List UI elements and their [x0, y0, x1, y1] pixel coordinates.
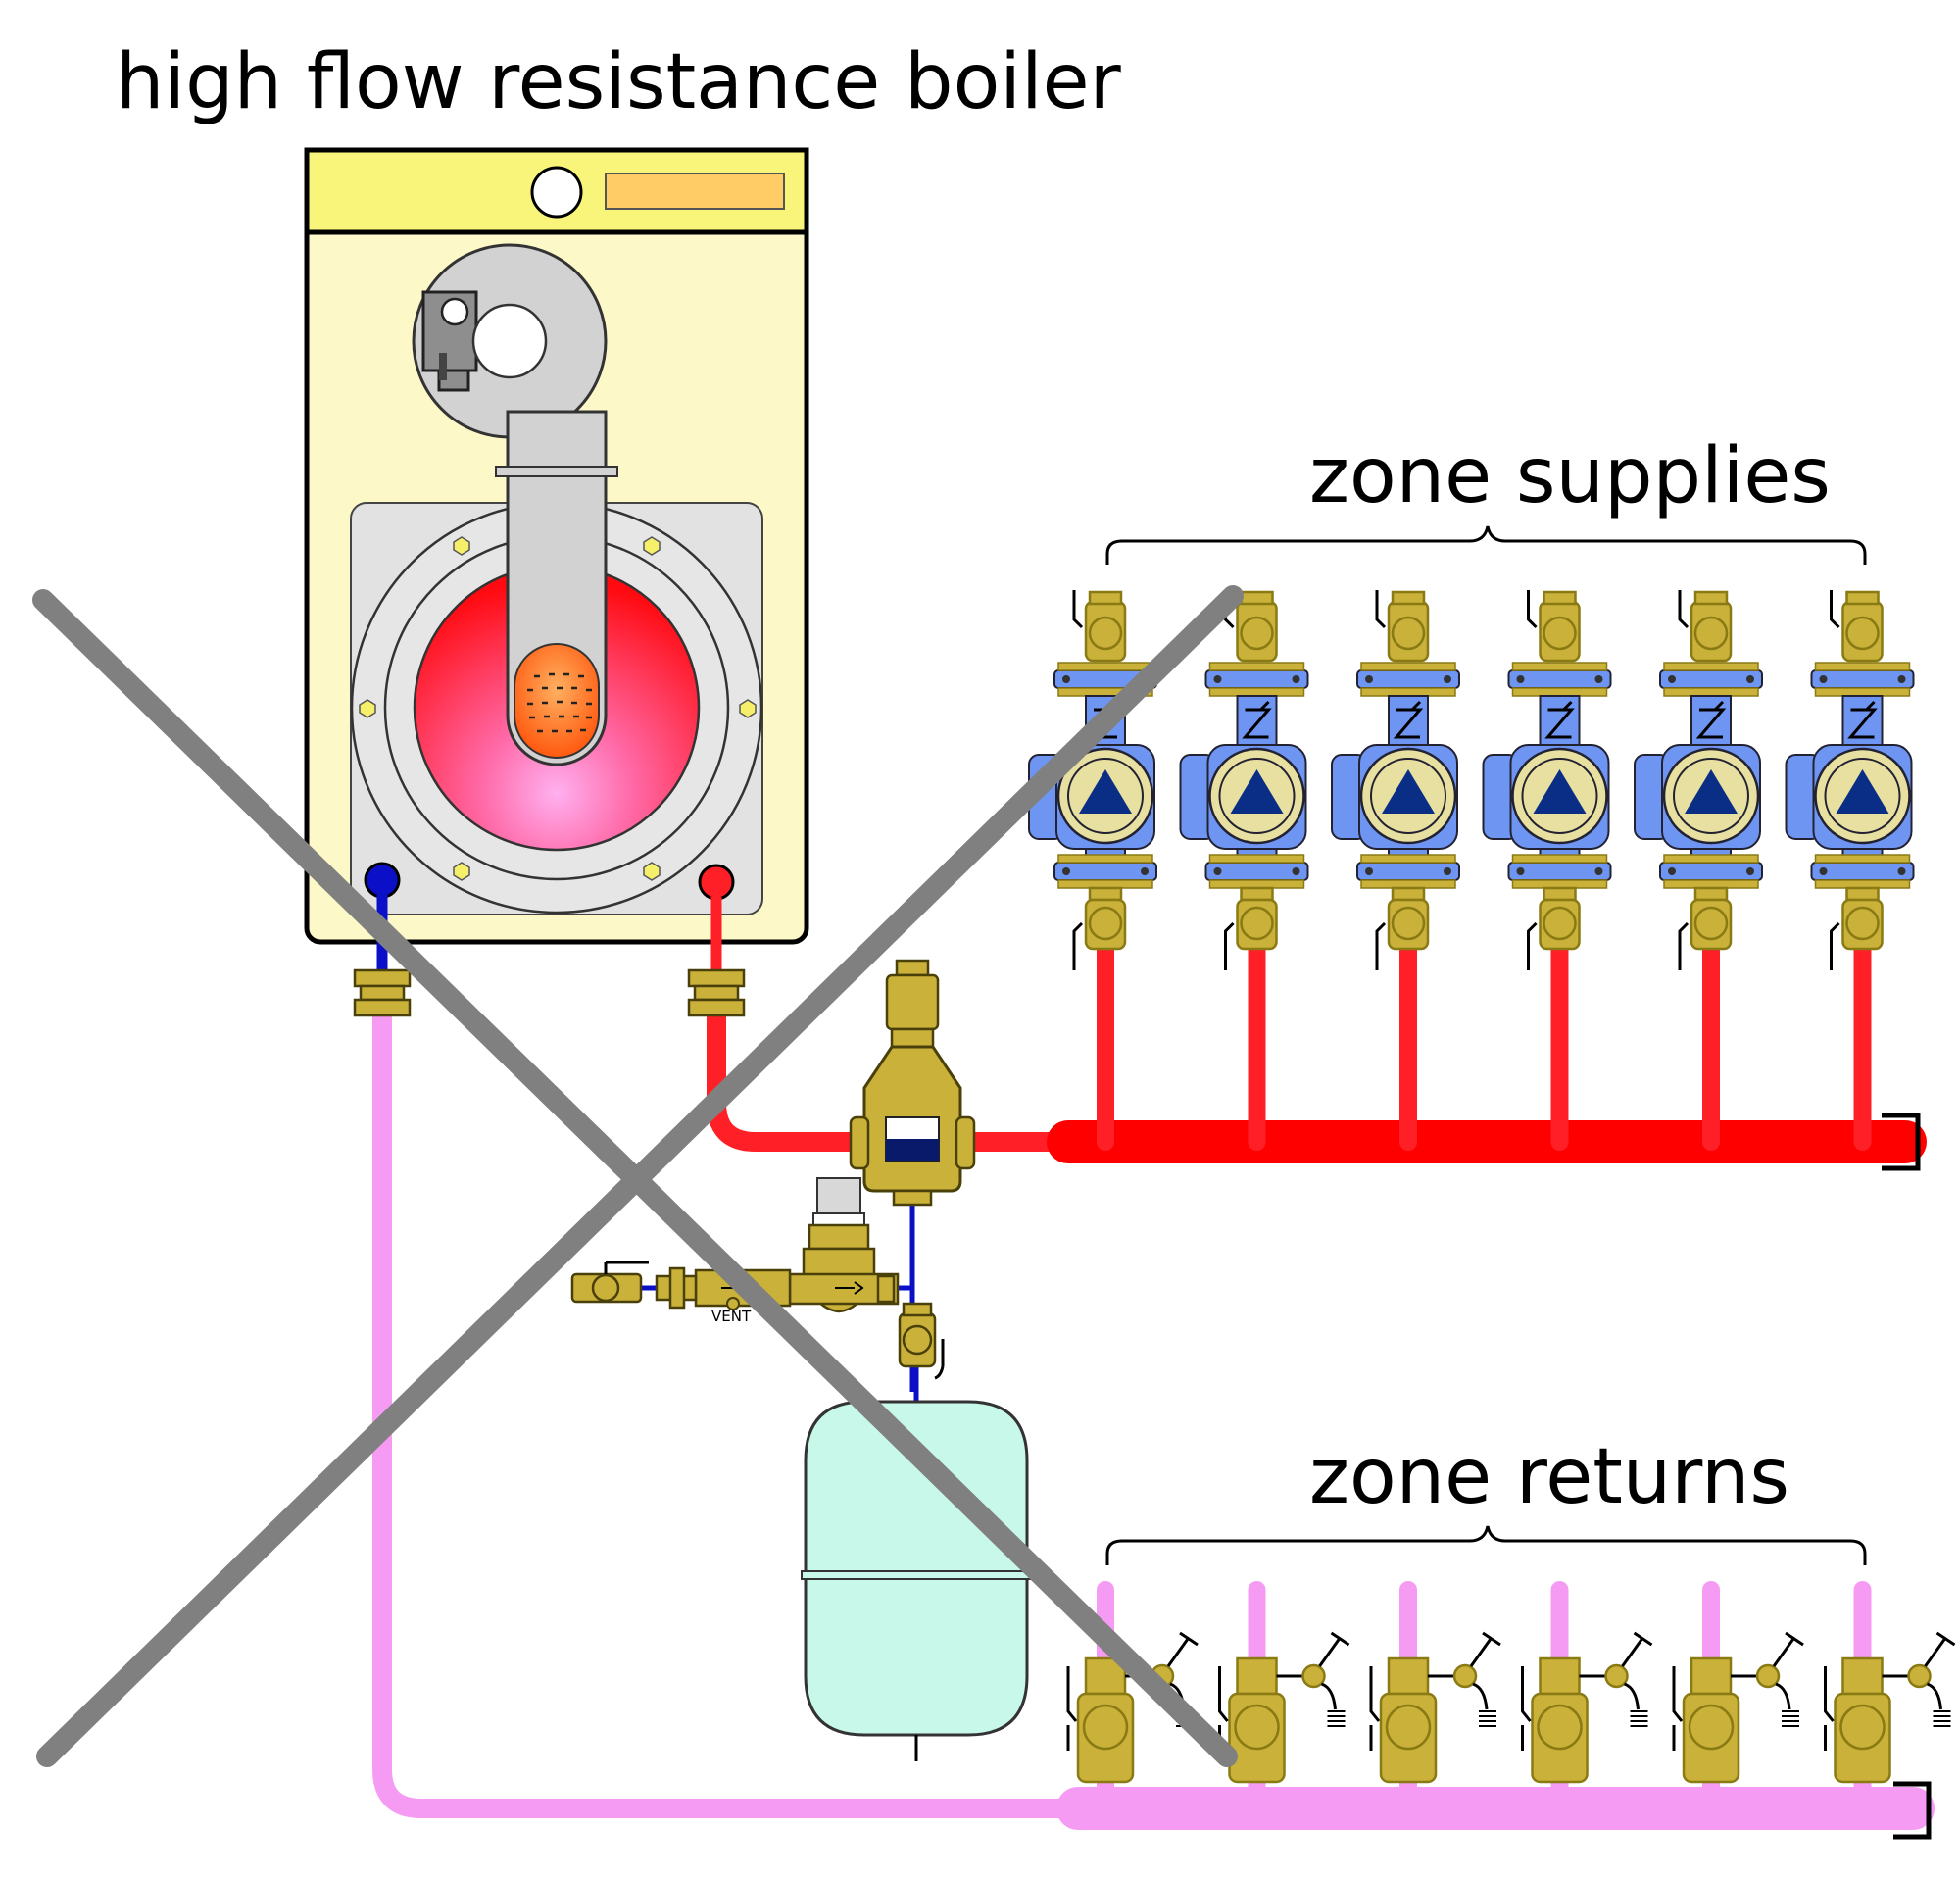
burner-flange [495, 466, 618, 477]
supply-union [687, 968, 746, 1017]
zone-returns-label: zone returns [1309, 1433, 1789, 1521]
zone-circulator [1785, 590, 1915, 970]
burner-ports [527, 672, 592, 733]
return-pipe [372, 1000, 1088, 1818]
expansion-tank [804, 1400, 1029, 1737]
prv-adjust-cap [816, 1177, 861, 1214]
zone-return-valves [1066, 1631, 1956, 1784]
cross-out-mark [32, 585, 1244, 1767]
return-header-cap [1893, 1781, 1932, 1840]
air-vent-cap [895, 959, 930, 977]
diagram-title: high flow resistance boiler [116, 38, 1122, 126]
boiler-display [605, 173, 785, 210]
zone-return-valve [1824, 1631, 1956, 1784]
boiler-return-port [364, 862, 401, 899]
zone-circulator [1634, 590, 1763, 970]
zone-supplies-label: zone supplies [1309, 432, 1831, 520]
bolt-icons [359, 536, 757, 881]
zone-return-valve [1218, 1631, 1350, 1784]
zone-supply-branches [1097, 940, 1872, 1151]
air-separator [849, 959, 976, 1392]
zone-return-valve [1672, 1631, 1804, 1784]
zone-circulator [1331, 590, 1460, 970]
burner-motor-port [440, 297, 469, 326]
boiler-supply-port [698, 864, 735, 901]
zone-circulator [1179, 590, 1309, 970]
boiler-indicator-light [530, 166, 583, 219]
return-union [353, 968, 412, 1017]
zone-circulators [1028, 590, 1915, 970]
supply-header-cap [1882, 1113, 1921, 1171]
air-vent-body [885, 973, 940, 1031]
zone-returns-bracket [1105, 1525, 1867, 1565]
zone-circulator [1482, 590, 1612, 970]
expansion-tank-seam [801, 1570, 1032, 1580]
zone-return-valve [1369, 1631, 1501, 1784]
expansion-tank-assembly [801, 1302, 1032, 1761]
burner-motor-switch [439, 353, 447, 380]
burner-air-inlet [471, 303, 548, 379]
zone-return-valve [1521, 1631, 1653, 1784]
boiler [304, 147, 809, 980]
backflow-vent-label: VENT [711, 1308, 752, 1325]
zone-supplies-bracket [1105, 525, 1867, 565]
